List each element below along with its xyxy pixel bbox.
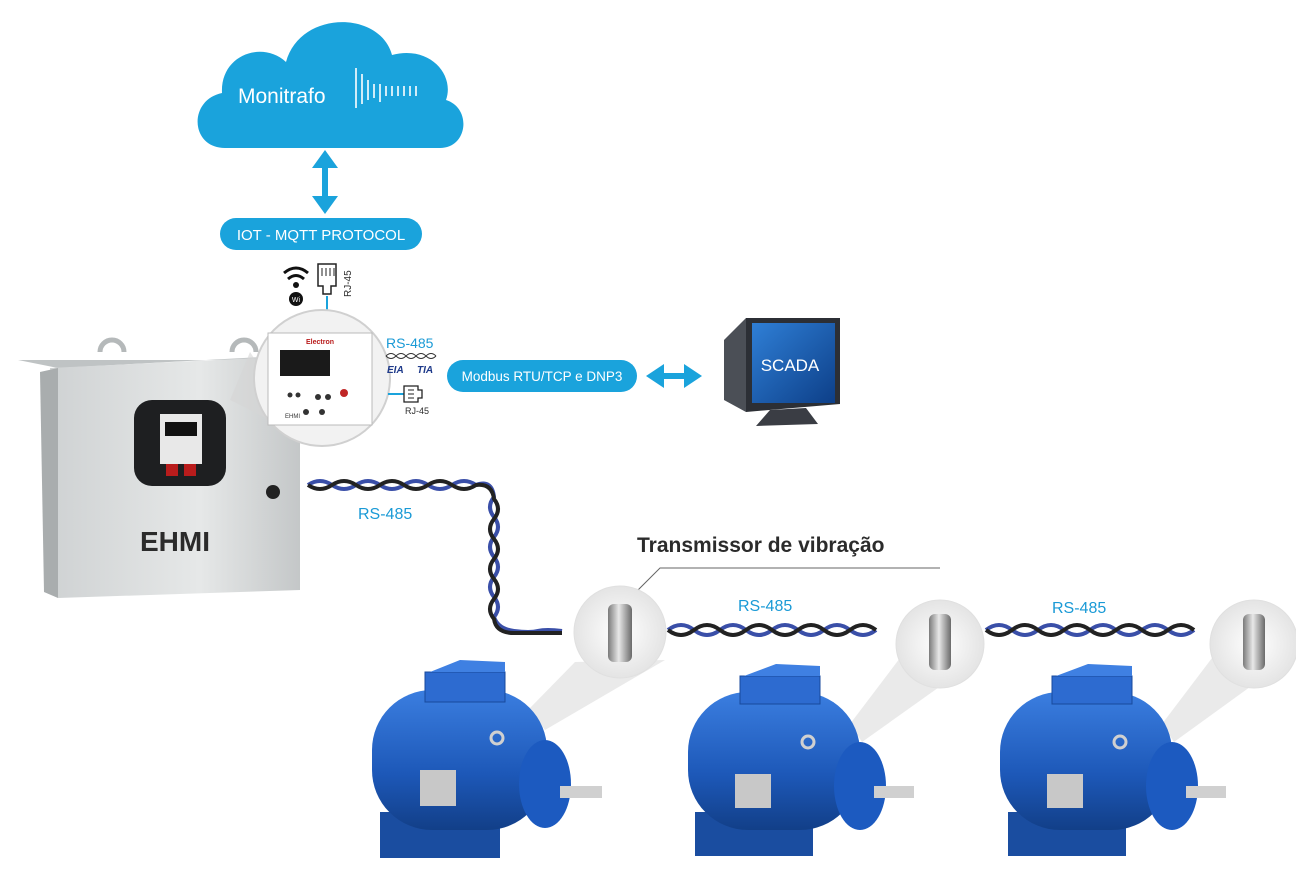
electric-motor-icon [1000, 664, 1226, 856]
link-1-label: RS-485 [738, 598, 792, 615]
ehmi-cabinet: EHMI [18, 337, 300, 598]
rs485-link-1 [666, 623, 878, 637]
rj45-top-label: RJ-45 [343, 270, 354, 297]
tia-label: TIA [417, 365, 433, 376]
device-zoom-callout: Electron EHMI [230, 309, 391, 447]
cabinet-label: EHMI [140, 526, 210, 557]
modbus-double-arrow-icon [646, 364, 702, 388]
mqtt-protocol-pill: IOT - MQTT PROTOCOL [220, 218, 422, 250]
monitrafo-logo-icon [355, 68, 417, 108]
twisted-pair-mini-icon [385, 353, 437, 359]
rj45-plug-icon [317, 263, 337, 295]
eia-label: EIA [387, 365, 404, 376]
cloud-group: Monitrafo [197, 22, 464, 148]
device-brand-label: Electron [306, 339, 334, 346]
rs485-link-2 [984, 623, 1196, 637]
cloud-title: Monitrafo [238, 85, 326, 108]
main-cable-label: RS-485 [358, 506, 412, 523]
main-rs485-cable [306, 479, 563, 635]
motor-unit-2 [688, 599, 985, 856]
cloud-shape [197, 22, 464, 148]
wifi-icon: Wi [283, 266, 309, 306]
svg-text:Wi: Wi [292, 297, 301, 304]
device-rs485-label: RS-485 [386, 335, 434, 351]
electric-motor-icon [688, 664, 914, 856]
link-2-label: RS-485 [1052, 600, 1106, 617]
mqtt-double-arrow-icon [312, 150, 338, 214]
device-model-label: EHMI [285, 414, 300, 420]
callout-title: Transmissor de vibração [637, 534, 884, 557]
electric-motor-icon [372, 660, 602, 858]
callout-leader-line [627, 567, 940, 601]
scada-monitor: SCADA [724, 318, 840, 426]
rj45-side-label: RJ-45 [405, 406, 429, 416]
scada-label: SCADA [761, 356, 820, 375]
cabinet-latch-icon [266, 485, 280, 499]
mqtt-protocol-label: IOT - MQTT PROTOCOL [237, 227, 405, 244]
vibration-sensor-icon [929, 614, 951, 670]
rj45-socket-icon [388, 385, 423, 403]
vibration-sensor-icon [1243, 614, 1265, 670]
motor-unit-3 [1000, 599, 1296, 856]
motor-unit-1 [372, 585, 667, 858]
modbus-label: Modbus RTU/TCP e DNP3 [462, 369, 623, 384]
modbus-pill: Modbus RTU/TCP e DNP3 [447, 360, 637, 392]
vibration-sensor-icon [608, 604, 632, 662]
